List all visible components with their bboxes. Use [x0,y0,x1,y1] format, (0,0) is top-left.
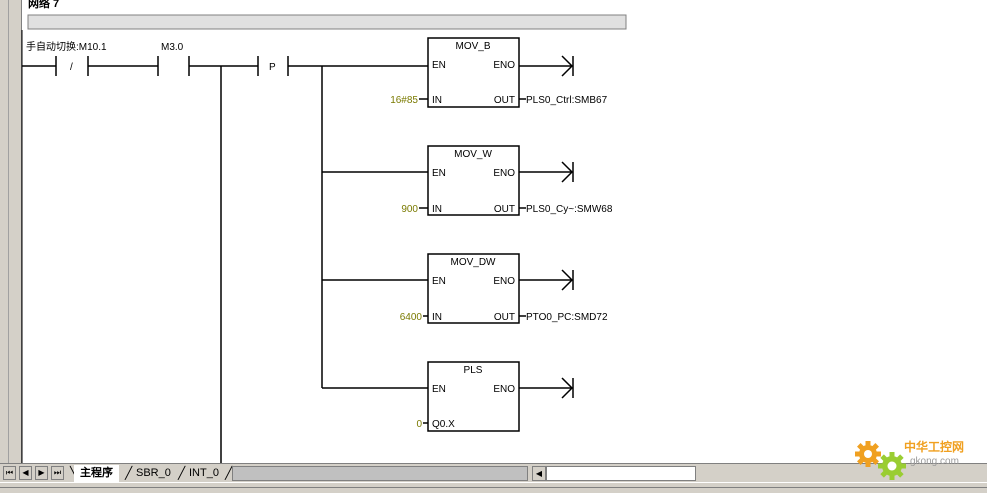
block-mov-b[interactable]: MOV_B EN ENO IN OUT [427,37,520,108]
nav-prev-button[interactable]: ◀ [19,466,32,480]
nav-next-button[interactable]: ▶ [35,466,48,480]
tab-separator: ╲ [70,465,77,482]
watermark: 中华工控网 gkong.com [850,434,985,484]
contact-manual-auto-switch[interactable]: / [55,56,89,76]
tab-sbr-0[interactable]: SBR_0 [136,467,171,479]
watermark-url: gkong.com [910,456,959,467]
pin-in: IN [432,204,442,215]
block-title: MOV_W [454,149,492,160]
pin-eno: ENO [493,384,515,395]
eno-arrow-icon [561,161,574,183]
mov-w-out-value[interactable]: PLS0_Cy~:SMW68 [526,204,613,215]
contact-m3-0[interactable] [157,56,190,76]
eno-arrow-icon [561,55,574,77]
status-bar [0,482,987,493]
pin-eno: ENO [493,276,515,287]
mov-dw-in-value[interactable]: 6400 [400,312,423,323]
tab-main-program[interactable]: 主程序 [74,465,119,482]
block-title: MOV_B [455,41,490,52]
pin-in: IN [432,312,442,323]
eno-arrow-icon [561,269,574,291]
hscroll-left-button[interactable]: ◀ [532,466,546,481]
eno-arrow-icon [561,377,574,399]
horizontal-scrollbar[interactable] [546,466,696,481]
nav-first-icon: ⏮ [5,468,14,477]
contact-m3-0-label: M3.0 [161,42,184,53]
tab-scroll-area[interactable] [232,466,528,481]
pin-out: OUT [494,204,515,215]
contact-manual-auto-switch-label: 手自动切换:M10.1 [26,40,107,53]
mov-dw-out-value[interactable]: PTO0_PC:SMD72 [526,312,608,323]
tab-separator: ╱ [178,466,186,480]
mov-b-in-value[interactable]: 16#85 [390,95,418,106]
block-title: PLS [464,365,483,376]
contact-nc-symbol: / [70,62,73,73]
contact-positive-edge[interactable]: P [257,56,289,76]
tab-separator: ╱ [225,466,233,480]
pin-eno: ENO [493,60,515,71]
nav-next-icon: ▶ [38,468,45,477]
scroll-left-icon: ◀ [535,469,543,478]
pin-out: OUT [494,95,515,106]
positive-edge-symbol: P [269,62,276,73]
nav-first-button[interactable]: ⏮ [3,466,16,480]
gear-logo-icon [855,441,906,480]
network-title: 网络 7 [28,0,59,10]
watermark-title: 中华工控网 [904,440,965,454]
tab-int-0[interactable]: INT_0 [189,467,219,479]
mov-b-out-value[interactable]: PLS0_Ctrl:SMB67 [526,95,608,106]
network-comment-bar[interactable] [27,14,627,30]
block-mov-dw[interactable]: MOV_DW EN ENO IN OUT [427,253,520,324]
pin-en: EN [432,276,446,287]
tab-bar: ⏮ ◀ ▶ ⏭ ╲ 主程序 ╱ SBR_0 ╱ INT_0 ╱ ◀ [0,463,987,482]
nav-last-icon: ⏭ [53,468,62,477]
nav-prev-icon: ◀ [22,468,29,477]
pin-out: OUT [494,312,515,323]
tab-separator: ╱ [125,466,133,480]
pin-in: Q0.X [432,419,455,430]
pin-en: EN [432,384,446,395]
pin-in: IN [432,95,442,106]
ladder-diagram: 网络 7 / 手自动切换:M10.1 M3.0 P MOV_B EN ENO I… [21,0,627,463]
mov-w-in-value[interactable]: 900 [401,204,418,215]
pin-en: EN [432,168,446,179]
block-mov-w[interactable]: MOV_W EN ENO IN OUT [427,145,520,216]
block-title: MOV_DW [451,257,497,268]
pls-in-value[interactable]: 0 [416,419,422,430]
pin-eno: ENO [493,168,515,179]
nav-last-button[interactable]: ⏭ [51,466,64,480]
pin-en: EN [432,60,446,71]
block-pls[interactable]: PLS EN ENO Q0.X [427,361,520,432]
